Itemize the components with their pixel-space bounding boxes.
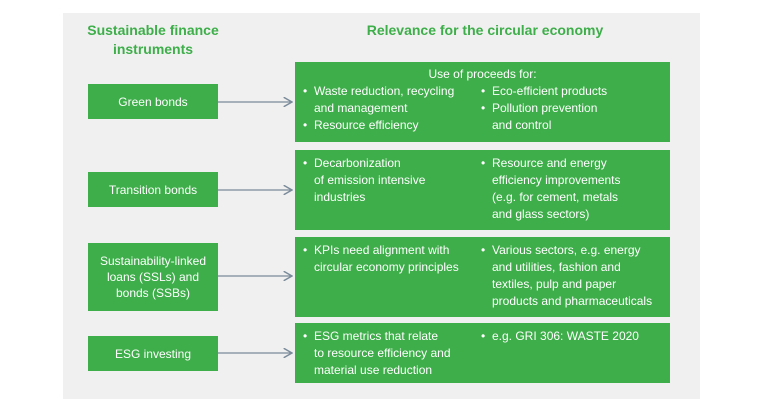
instruments-heading: Sustainable finance instruments bbox=[87, 22, 219, 57]
relevance-item: Waste reduction, recycling and managemen… bbox=[303, 83, 481, 117]
relevance-item: e.g. GRI 306: WASTE 2020 bbox=[481, 328, 661, 345]
relevance-box-sustainability-linked: KPIs need alignment with circular econom… bbox=[295, 237, 670, 317]
instrument-label: ESG investing bbox=[114, 346, 192, 361]
relevance-box-transition-bonds: Decarbonization of emission intensive in… bbox=[295, 150, 670, 230]
relevance-item: Pollution prevention and control bbox=[481, 100, 661, 134]
relevance-item: Resource and energy efficiency improveme… bbox=[481, 155, 661, 223]
instrument-sustainability-linked: Sustainability-linked loans (SSLs) and b… bbox=[88, 243, 218, 311]
relevance-box-green-bonds: Use of proceeds for: Waste reduction, re… bbox=[295, 62, 670, 142]
instrument-label: Transition bonds bbox=[108, 182, 198, 197]
relevance-item: ESG metrics that relate to resource effi… bbox=[303, 328, 481, 379]
relevance-box-esg-investing: ESG metrics that relate to resource effi… bbox=[295, 323, 670, 383]
relevance-item: Eco-efficient products bbox=[481, 83, 661, 100]
instrument-esg-investing: ESG investing bbox=[88, 336, 218, 371]
instrument-transition-bonds: Transition bonds bbox=[88, 172, 218, 207]
relevance-heading: Relevance for the circular economy bbox=[366, 22, 604, 38]
instrument-label: Green bonds bbox=[118, 94, 188, 109]
relevance-item: Resource efficiency bbox=[303, 117, 481, 134]
relevance-item: Various sectors, e.g. energy and utiliti… bbox=[481, 242, 661, 310]
relevance-box-title: Use of proceeds for: bbox=[428, 67, 537, 81]
instrument-label: Sustainability-linked loans (SSLs) and b… bbox=[99, 254, 207, 300]
relevance-item: Decarbonization of emission intensive in… bbox=[303, 155, 481, 206]
relevance-item: KPIs need alignment with circular econom… bbox=[303, 242, 481, 276]
instrument-green-bonds: Green bonds bbox=[88, 84, 218, 119]
